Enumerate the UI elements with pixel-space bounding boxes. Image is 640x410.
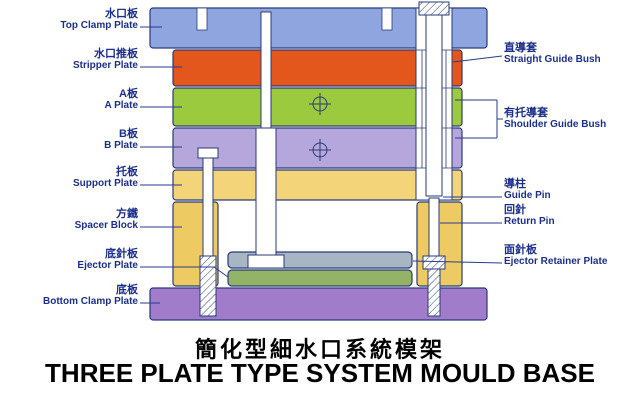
label-guide-pin-en: Guide Pin <box>504 190 551 201</box>
label-guide-pin-zh: 導柱 <box>504 178 526 190</box>
label-b-plate: B板 B Plate <box>6 128 138 152</box>
ejector-plate <box>227 269 413 287</box>
label-guide-pin: 導柱 Guide Pin <box>504 178 640 202</box>
bottom-clamp-plate <box>149 287 488 321</box>
return-pin-lower <box>427 268 441 317</box>
top-clamp-plate <box>149 7 488 49</box>
support-pin-threaded-end <box>199 255 217 317</box>
label-shoulder-guide-bush: 有托導套 Shoulder Guide Bush <box>504 107 640 131</box>
label-spacer-block: 方鐵 Spacer Block <box>6 208 138 232</box>
label-return-pin-en: Return Pin <box>504 216 555 227</box>
label-top-clamp-plate-zh: 水口板 <box>105 8 138 20</box>
page-title-english: THREE PLATE TYPE SYSTEM MOULD BASE <box>45 358 595 388</box>
label-bottom-clamp-plate-en: Bottom Clamp Plate <box>42 296 138 307</box>
label-support-plate-zh: 托板 <box>116 166 138 178</box>
page-title-chinese: 簡化型細水口系統模架 <box>194 337 445 362</box>
label-a-plate-zh: A板 <box>119 88 138 100</box>
label-ejector-plate: 底針板 Ejector Plate <box>6 248 138 272</box>
label-return-pin-zh: 回針 <box>504 204 526 216</box>
label-top-clamp-plate: 水口板 Top Clamp Plate <box>6 8 138 32</box>
leader-line-ejector-plate <box>140 266 229 278</box>
support-pillar-foot <box>247 254 285 269</box>
return-pin-shaft <box>428 197 440 257</box>
label-b-plate-zh: B板 <box>119 128 138 140</box>
b-plate <box>172 127 463 169</box>
label-ejector-retainer-plate-en: Ejector Retainer Plate <box>504 256 608 267</box>
label-stripper-plate-zh: 水口推板 <box>94 48 138 60</box>
label-spacer-block-en: Spacer Block <box>74 220 138 231</box>
label-a-plate-en: A Plate <box>104 100 138 111</box>
top-plate-slot-left <box>196 7 208 31</box>
label-ejector-retainer-plate: 面針板 Ejector Retainer Plate <box>504 244 640 268</box>
leader-line-straight-guide-bush <box>452 55 503 63</box>
screw-crosshair-lower <box>309 139 331 161</box>
label-straight-guide-bush-zh: 直導套 <box>504 42 537 54</box>
top-plate-slot-right <box>381 7 393 31</box>
leader-line-ejector-retainer-plate <box>412 260 503 264</box>
label-top-clamp-plate-en: Top Clamp Plate <box>60 20 138 31</box>
label-straight-guide-bush-en: Straight Guide Bush <box>504 54 601 65</box>
label-straight-guide-bush: 直導套 Straight Guide Bush <box>504 42 640 66</box>
label-spacer-block-zh: 方鐵 <box>116 208 138 220</box>
label-support-plate: 托板 Support Plate <box>6 166 138 190</box>
stripper-plate <box>172 49 463 87</box>
label-stripper-plate: 水口推板 Stripper Plate <box>6 48 138 72</box>
label-support-plate-en: Support Plate <box>72 178 138 189</box>
label-ejector-plate-en: Ejector Plate <box>77 260 138 271</box>
return-pin-head <box>422 255 446 270</box>
guide-pin <box>425 13 443 197</box>
label-ejector-plate-zh: 底針板 <box>105 248 138 260</box>
label-a-plate: A板 A Plate <box>6 88 138 112</box>
label-b-plate-en: B Plate <box>104 140 138 151</box>
sprue-puller-rod <box>260 11 272 129</box>
label-bottom-clamp-plate-zh: 底板 <box>116 284 138 296</box>
support-pillar <box>255 127 277 259</box>
label-shoulder-guide-bush-zh: 有托導套 <box>504 107 548 119</box>
label-bottom-clamp-plate: 底板 Bottom Clamp Plate <box>6 284 138 308</box>
label-ejector-retainer-plate-zh: 面針板 <box>504 244 537 256</box>
label-return-pin: 回針 Return Pin <box>504 204 640 228</box>
label-stripper-plate-en: Stripper Plate <box>72 60 138 71</box>
leader-bracket-shoulder-guide-bush <box>455 99 503 139</box>
screw-crosshair-upper <box>309 93 331 115</box>
support-pin-shaft <box>202 157 214 257</box>
label-shoulder-guide-bush-en: Shoulder Guide Bush <box>504 119 607 130</box>
support-pin-head <box>197 147 219 159</box>
guide-pin-cap <box>418 1 450 16</box>
